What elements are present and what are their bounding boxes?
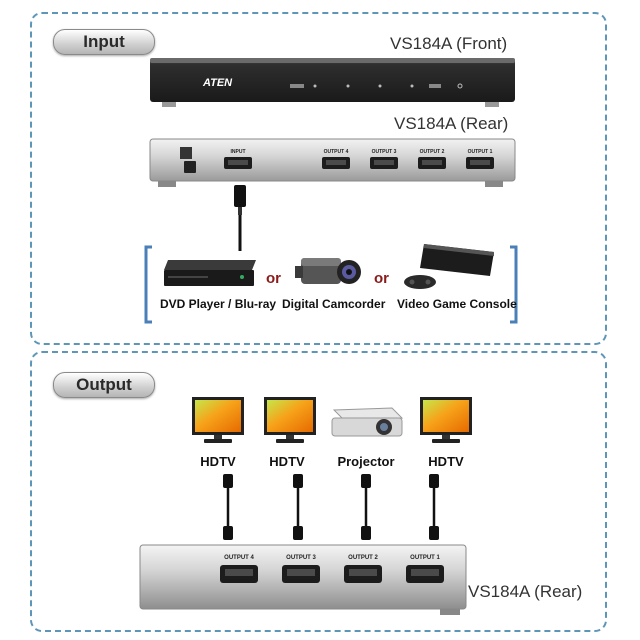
output-port-label: OUTPUT 2 <box>348 555 378 561</box>
game-console-icon <box>404 244 494 289</box>
front-model-label: VS184A (Front) <box>390 34 508 53</box>
camcorder-icon <box>295 258 361 284</box>
vs184a-rear-unit-output <box>139 544 467 615</box>
projector-icon <box>331 407 404 437</box>
rear-port-label: OUTPUT 3 <box>371 149 397 155</box>
vs184a-rear-unit <box>149 138 516 187</box>
hdmi-cable <box>429 474 439 540</box>
rear-model-label: VS184A (Rear) <box>394 114 509 133</box>
source-bracket-left <box>144 245 152 324</box>
display-label: HDTV <box>269 454 305 469</box>
rear-port-label: OUTPUT 2 <box>419 149 445 155</box>
hdtv-icon <box>192 397 244 443</box>
input-title: Input <box>53 29 155 55</box>
output-title: Output <box>53 372 155 398</box>
vs184a-front-unit <box>150 58 515 107</box>
rear-port-label: INPUT <box>230 149 246 155</box>
display-label: HDTV <box>428 454 464 469</box>
source-label-camcorder: Digital Camcorder <box>282 297 386 311</box>
hdtv-icon <box>420 397 472 443</box>
or-separator: or <box>266 270 281 287</box>
rear-port-label: OUTPUT 4 <box>323 149 349 155</box>
source-label-console: Video Game Console <box>397 297 517 311</box>
output-port-label: OUTPUT 1 <box>410 555 440 561</box>
hdtv-icon <box>264 397 316 443</box>
source-bracket-right <box>510 245 518 324</box>
dvd-player-icon <box>164 260 256 286</box>
hdmi-cable <box>223 474 233 540</box>
hdmi-cable <box>361 474 371 540</box>
display-label: Projector <box>337 454 395 469</box>
rear-port-label: OUTPUT 1 <box>467 149 493 155</box>
aten-logo: ATEN <box>203 77 233 89</box>
output-port-label: OUTPUT 3 <box>286 555 316 561</box>
output-rear-model-label: VS184A (Rear) <box>468 582 583 601</box>
hdmi-cable <box>293 474 303 540</box>
source-label-dvd: DVD Player / Blu-ray <box>160 297 277 311</box>
input-hdmi-cable <box>234 185 246 251</box>
display-label: HDTV <box>200 454 236 469</box>
output-port-label: OUTPUT 4 <box>224 555 254 561</box>
or-separator: or <box>374 270 389 287</box>
input-panel <box>30 12 607 345</box>
output-panel <box>30 351 607 632</box>
